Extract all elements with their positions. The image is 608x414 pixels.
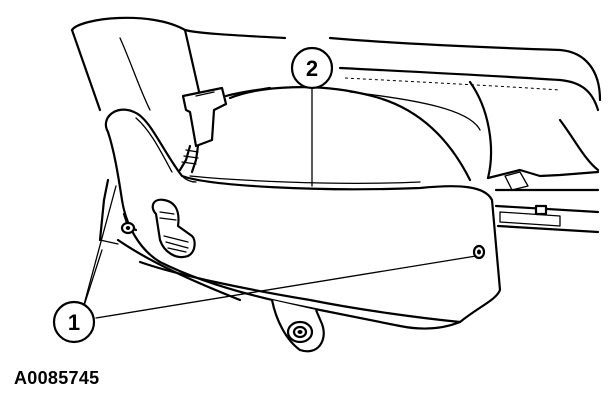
anchor-bracket (270, 299, 325, 353)
callout-2-label: 2 (306, 56, 318, 81)
callout-1: 1 (52, 300, 96, 344)
seat-track (486, 168, 600, 234)
callout-1-label: 1 (68, 310, 80, 335)
seat-adjustment-switch (151, 198, 196, 259)
lower-structure (98, 178, 242, 302)
seat-side-shield (104, 86, 502, 330)
leader-lines (81, 85, 477, 319)
seat-back (70, 16, 287, 142)
front-bolt (120, 212, 138, 235)
seat-belt-buckle (178, 86, 272, 174)
seat-cushion (328, 36, 602, 180)
screw-hole (472, 244, 486, 260)
figure-id: A0085745 (14, 368, 100, 388)
callout-2: 2 (290, 46, 334, 90)
